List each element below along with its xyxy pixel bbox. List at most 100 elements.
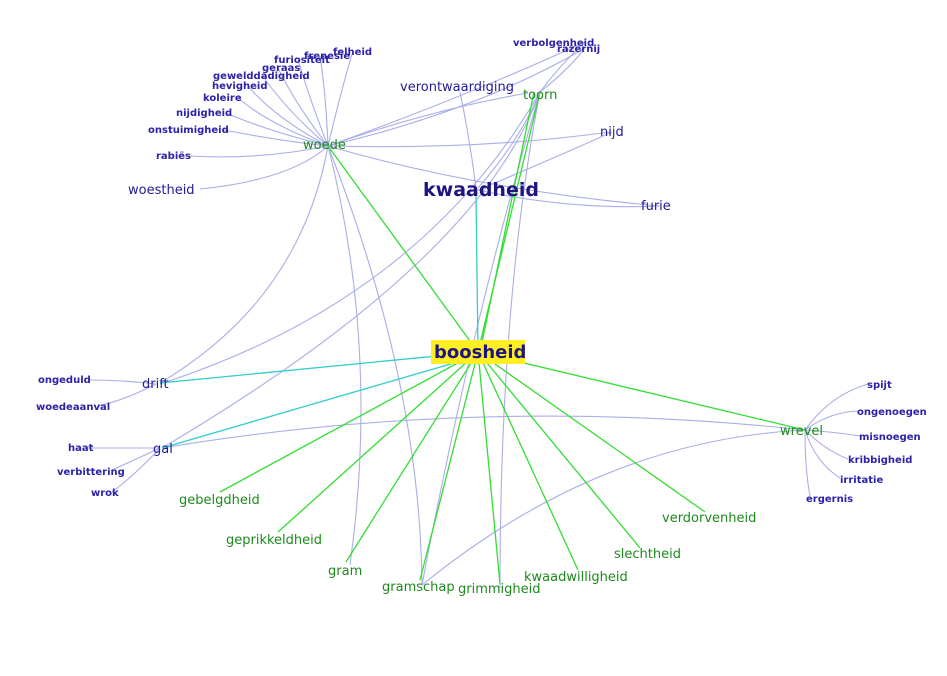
edge-boosheid-toorn xyxy=(477,91,541,353)
node-drift[interactable]: drift xyxy=(142,377,169,392)
center-node-boosheid[interactable]: boosheid xyxy=(434,342,526,363)
node-kwaadheid[interactable]: kwaadheid xyxy=(423,179,539,201)
link-woede-nijd xyxy=(327,131,611,148)
link-woede-toorn xyxy=(327,92,529,147)
node-nijdigheid[interactable]: nijdigheid xyxy=(176,108,232,119)
link-toorn-kwaadheid xyxy=(477,91,541,189)
link-woede-geraas xyxy=(277,67,329,147)
edge-boosheid-kwaadwilligheid xyxy=(477,351,579,571)
node-kribbigheid[interactable]: kribbigheid xyxy=(848,455,912,466)
edge-boosheid-kwaadheid xyxy=(475,195,479,351)
node-gramschap[interactable]: gramschap xyxy=(382,580,455,595)
link-toorn-razernij xyxy=(539,47,586,93)
link-toorn-gramschap xyxy=(421,91,541,586)
node-slechtheid[interactable]: slechtheid xyxy=(614,547,681,562)
node-rabies[interactable]: rabiës xyxy=(156,151,191,162)
link-verontwaardiging-kwaadheid xyxy=(459,91,477,189)
link-wrevel-ongenoegen xyxy=(804,410,859,431)
node-nijd[interactable]: nijd xyxy=(600,125,624,140)
node-wrok[interactable]: wrok xyxy=(91,488,119,499)
node-razernij[interactable]: razernij xyxy=(557,44,600,55)
node-verbittering[interactable]: verbittering xyxy=(57,467,125,478)
node-geraas[interactable]: geraas xyxy=(262,63,300,74)
edge-boosheid-woede xyxy=(327,145,479,353)
node-ergernis[interactable]: ergernis xyxy=(806,494,853,505)
edge-boosheid-drift xyxy=(159,351,479,384)
edge-boosheid-slechtheid xyxy=(477,351,641,549)
node-woedeaanval[interactable]: woedeaanval xyxy=(36,402,110,413)
link-gal-verbittering xyxy=(111,447,161,471)
link-gal-wrevel xyxy=(161,415,806,449)
edge-boosheid-verdorvenheid xyxy=(477,351,706,513)
link-woede-furie xyxy=(327,145,661,207)
node-grimmigheid[interactable]: grimmigheid xyxy=(458,582,541,597)
node-woede[interactable]: woede xyxy=(303,138,346,153)
link-kwaadheid-nijd xyxy=(477,131,613,191)
edge-boosheid-grimmigheid xyxy=(477,351,501,585)
link-wrevel-kribbigheid xyxy=(804,429,849,460)
edge-boosheid-gebelgdheid xyxy=(219,351,479,493)
node-onstuimigheid[interactable]: onstuimigheid xyxy=(148,125,229,136)
node-verontwaardiging[interactable]: verontwaardiging xyxy=(400,80,514,95)
link-woede-onstuimigheid xyxy=(223,129,329,147)
link-gal-wrok xyxy=(111,447,161,493)
link-woede-gewelddadigheid xyxy=(261,74,329,147)
node-gebelgdheid[interactable]: gebelgdheid xyxy=(179,493,260,508)
node-verbolgenheid[interactable]: verbolgenheid xyxy=(513,38,594,49)
center-highlight xyxy=(431,340,525,364)
link-woede-hevigheid xyxy=(247,85,329,147)
node-furiositeit[interactable]: furiositeit xyxy=(274,55,330,66)
link-toorn-drift xyxy=(159,91,541,385)
node-haat[interactable]: haat xyxy=(68,443,94,454)
link-wrevel-misnoegen xyxy=(804,429,861,437)
link-wrevel-ergernis xyxy=(804,429,811,497)
node-kwaadwilligheid[interactable]: kwaadwilligheid xyxy=(524,570,628,585)
link-woede-woestheid xyxy=(199,145,329,190)
link-woede-felheid xyxy=(327,53,353,147)
edge-boosheid-gal xyxy=(161,355,479,449)
node-furie[interactable]: furie xyxy=(641,199,671,214)
link-woede-nijdigheid xyxy=(225,112,329,147)
node-irritatie[interactable]: irritatie xyxy=(840,475,883,486)
link-woede-gramschap xyxy=(327,145,423,586)
node-gal[interactable]: gal xyxy=(153,442,173,457)
link-woede-koleire xyxy=(237,97,329,147)
node-gram[interactable]: gram xyxy=(328,564,362,579)
link-drift-woedeaanval xyxy=(97,383,157,407)
node-gewelddadigheid[interactable]: gewelddadigheid xyxy=(213,71,310,82)
link-toorn-gal xyxy=(161,91,541,449)
link-woede-rabies xyxy=(187,145,329,158)
node-ongeduld[interactable]: ongeduld xyxy=(38,375,91,386)
node-geprikkeldheid[interactable]: geprikkeldheid xyxy=(226,533,322,548)
link-woede-verbolgenheid xyxy=(327,41,586,147)
node-felheid[interactable]: felheid xyxy=(333,47,372,58)
link-woede-razernij xyxy=(327,47,586,147)
node-verdorvenheid[interactable]: verdorvenheid xyxy=(662,511,756,526)
link-woede-gram xyxy=(327,145,362,566)
node-misnoegen[interactable]: misnoegen xyxy=(859,432,921,443)
node-wrevel[interactable]: wrevel xyxy=(780,424,823,439)
node-ongenoegen[interactable]: ongenoegen xyxy=(857,407,927,418)
link-wrevel-spijt xyxy=(804,383,869,431)
link-wrevel-gramschap xyxy=(421,429,806,586)
node-woestheid[interactable]: woestheid xyxy=(128,183,195,198)
node-hevigheid[interactable]: hevigheid xyxy=(212,81,268,92)
link-toorn-verbolgenheid xyxy=(539,41,586,93)
link-toorn-grimmigheid xyxy=(499,91,541,589)
node-frenesie[interactable]: frenesie xyxy=(304,51,350,62)
link-woede-furiositeit xyxy=(297,59,329,147)
link-woede-drift xyxy=(159,145,329,384)
edge-boosheid-geprikkeldheid xyxy=(277,351,479,533)
node-toorn[interactable]: toorn xyxy=(523,88,557,103)
node-koleire[interactable]: koleire xyxy=(203,93,242,104)
link-drift-ongeduld xyxy=(89,379,157,385)
edge-boosheid-gramschap xyxy=(419,351,479,581)
edge-boosheid-toorn-2 xyxy=(479,91,535,353)
link-kwaadheid-furie xyxy=(477,189,661,208)
edge-boosheid-gram xyxy=(345,351,479,563)
node-spijt[interactable]: spijt xyxy=(867,380,892,391)
edge-boosheid-wrevel xyxy=(477,351,806,431)
link-woede-frenesie xyxy=(319,55,329,147)
link-wrevel-irritatie xyxy=(804,429,841,479)
